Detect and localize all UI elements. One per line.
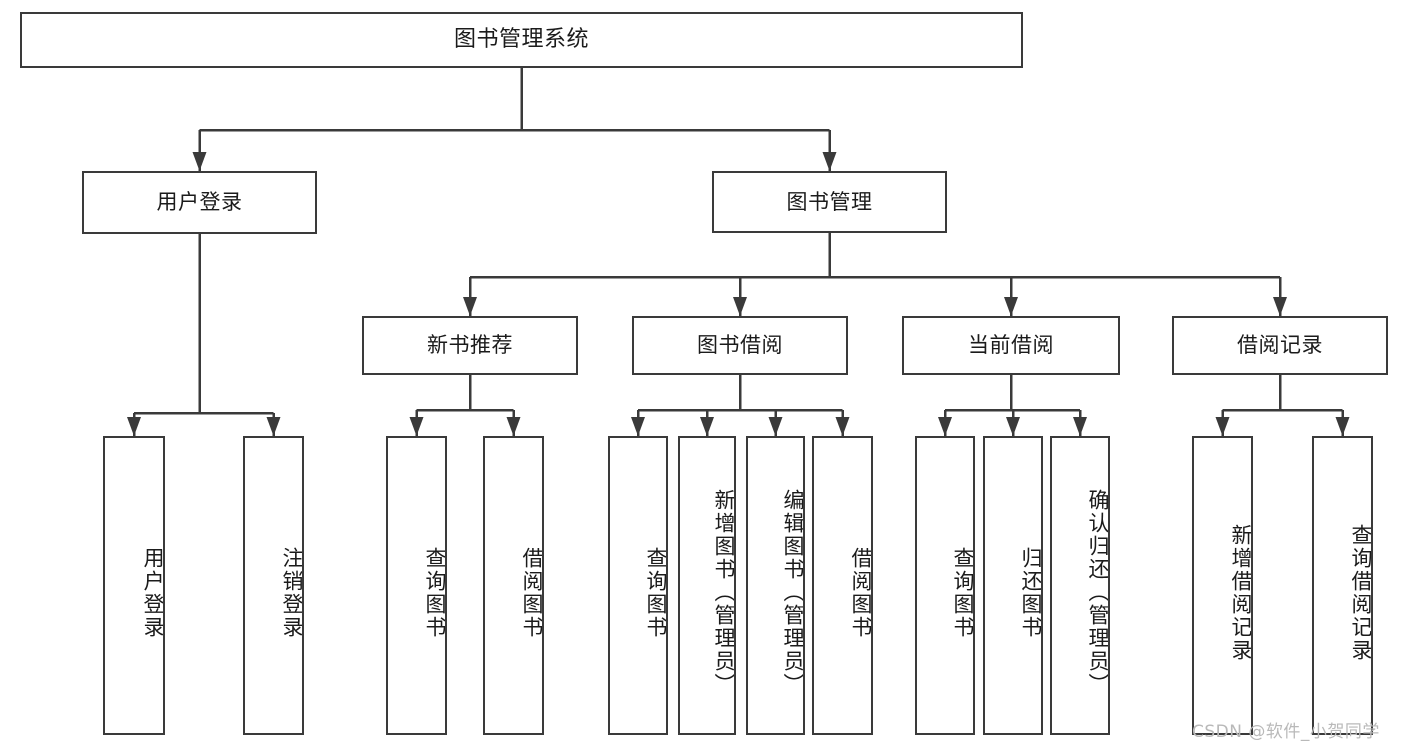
node-leaf-query-book-c: 查询图书 (915, 436, 975, 735)
arrowhead-icon (835, 417, 850, 436)
node-book-borrow: 图书借阅 (632, 316, 848, 375)
arrowhead-icon (631, 417, 645, 436)
node-leaf-borrow-book-a: 借阅图书 (483, 436, 544, 735)
node-label: 新增借阅记录 (1229, 523, 1253, 662)
node-label: 归还图书 (1019, 546, 1043, 639)
node-leaf-add-record: 新增借阅记录 (1192, 436, 1253, 735)
arrowhead-icon (1004, 297, 1018, 316)
node-label: 查询图书 (423, 546, 447, 639)
node-leaf-query-book-a: 查询图书 (386, 436, 447, 735)
arrowhead-icon (700, 417, 714, 436)
node-label: 查询图书 (951, 546, 975, 639)
arrowhead-icon (1073, 417, 1087, 436)
node-leaf-confirm-return: 确认归还（管理员） (1050, 436, 1110, 735)
node-label: 借阅图书 (520, 546, 544, 639)
node-label: 编辑图书（管理员） (781, 489, 805, 696)
node-leaf-query-book-b: 查询图书 (608, 436, 668, 735)
node-leaf-logout: 注销登录 (243, 436, 304, 735)
node-root: 图书管理系统 (20, 12, 1023, 68)
node-label: 图书管理 (786, 189, 873, 214)
node-label: 注销登录 (280, 546, 304, 639)
node-leaf-return-book: 归还图书 (983, 436, 1043, 735)
arrowhead-icon (266, 417, 281, 436)
node-leaf-borrow-book-b: 借阅图书 (812, 436, 873, 735)
node-label: 用户登录 (156, 190, 243, 215)
node-label: 图书管理系统 (453, 27, 589, 53)
node-current-borrow: 当前借阅 (902, 316, 1120, 375)
arrowhead-icon (1006, 417, 1020, 436)
node-new-book-rec: 新书推荐 (362, 316, 578, 375)
node-leaf-query-record: 查询借阅记录 (1312, 436, 1373, 735)
arrowhead-icon (506, 417, 521, 436)
node-label: 用户登录 (141, 546, 165, 639)
node-book-manage: 图书管理 (712, 171, 947, 233)
arrowhead-icon (1273, 297, 1287, 316)
node-user-login: 用户登录 (82, 171, 317, 234)
arrowhead-icon (1215, 417, 1230, 436)
arrowhead-icon (938, 417, 952, 436)
node-borrow-record: 借阅记录 (1172, 316, 1388, 375)
node-leaf-user-login: 用户登录 (103, 436, 165, 735)
node-leaf-edit-book: 编辑图书（管理员） (746, 436, 805, 735)
arrowhead-icon (192, 152, 207, 171)
watermark: CSDN @软件_小贺同学 (1192, 722, 1380, 742)
node-label: 当前借阅 (968, 333, 1054, 358)
node-leaf-add-book: 新增图书（管理员） (678, 436, 736, 735)
node-label: 借阅记录 (1237, 333, 1323, 358)
node-label: 查询借阅记录 (1349, 523, 1373, 662)
node-label: 借阅图书 (849, 546, 873, 639)
node-label: 查询图书 (644, 546, 668, 639)
arrowhead-icon (1335, 417, 1350, 436)
arrowhead-icon (733, 297, 747, 316)
arrowhead-icon (409, 417, 424, 436)
node-label: 图书借阅 (697, 333, 783, 358)
arrowhead-icon (127, 417, 141, 436)
arrowhead-icon (463, 297, 477, 316)
node-label: 确认归还（管理员） (1086, 489, 1110, 696)
arrowhead-icon (822, 152, 837, 171)
node-label: 新增图书（管理员） (712, 489, 736, 696)
arrowhead-icon (768, 417, 783, 436)
node-label: 新书推荐 (427, 333, 513, 358)
